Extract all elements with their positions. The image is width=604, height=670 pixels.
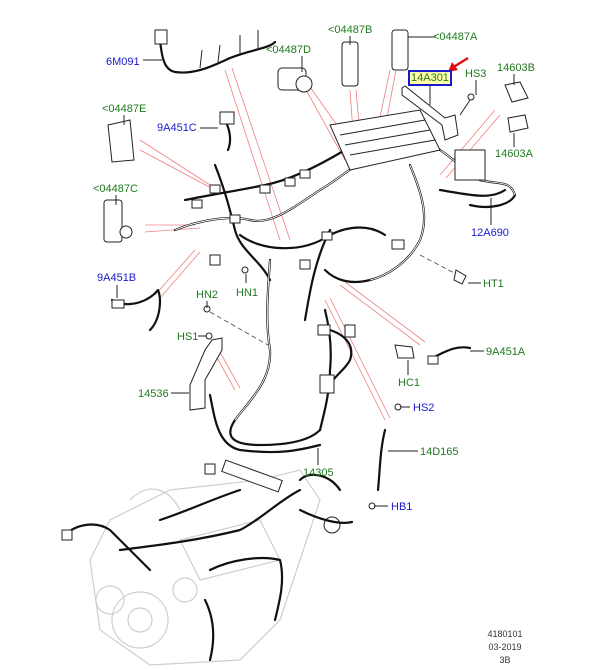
footer-date: 03-2019 [488,642,522,652]
callout-HS2[interactable]: HS2 [413,402,435,414]
callout-14536[interactable]: 14536 [138,388,169,400]
footer-code: 3B [499,655,511,665]
callout-HN2[interactable]: HN2 [196,289,219,301]
callout-14A301-selected[interactable]: 14A301 [408,70,452,86]
callout-04487C[interactable]: <04487C [93,183,138,195]
callout-04487D[interactable]: <04487D [266,44,311,56]
main-harness [173,109,517,447]
callout-04487A[interactable]: <04487A [433,31,478,43]
callout-leaders [115,36,515,507]
callout-HT1[interactable]: HT1 [483,278,504,290]
callout-HC1[interactable]: HC1 [398,377,421,389]
callout-14603B[interactable]: 14603B [497,62,535,74]
callout-12A690[interactable]: 12A690 [471,227,509,239]
callout-HN1[interactable]: HN1 [236,287,259,299]
footer-ref-number: 4180101 [487,629,523,639]
callout-6M091[interactable]: 6M091 [106,56,140,68]
callout-9A451C[interactable]: 9A451C [157,122,197,134]
callout-04487B[interactable]: <04487B [328,24,373,36]
callout-HB1[interactable]: HB1 [391,501,413,513]
callout-14603A[interactable]: 14603A [495,148,533,160]
callout-14305[interactable]: 14305 [303,467,334,479]
callout-9A451A[interactable]: 9A451A [486,346,526,358]
callout-14D165[interactable]: 14D165 [420,446,459,458]
callout-HS1[interactable]: HS1 [177,331,199,343]
callout-04487E[interactable]: <04487E [102,103,147,115]
callout-9A451B[interactable]: 9A451B [97,272,137,284]
guide-lines [139,67,501,421]
callout-HS3[interactable]: HS3 [465,68,487,80]
engine-block [61,459,354,666]
